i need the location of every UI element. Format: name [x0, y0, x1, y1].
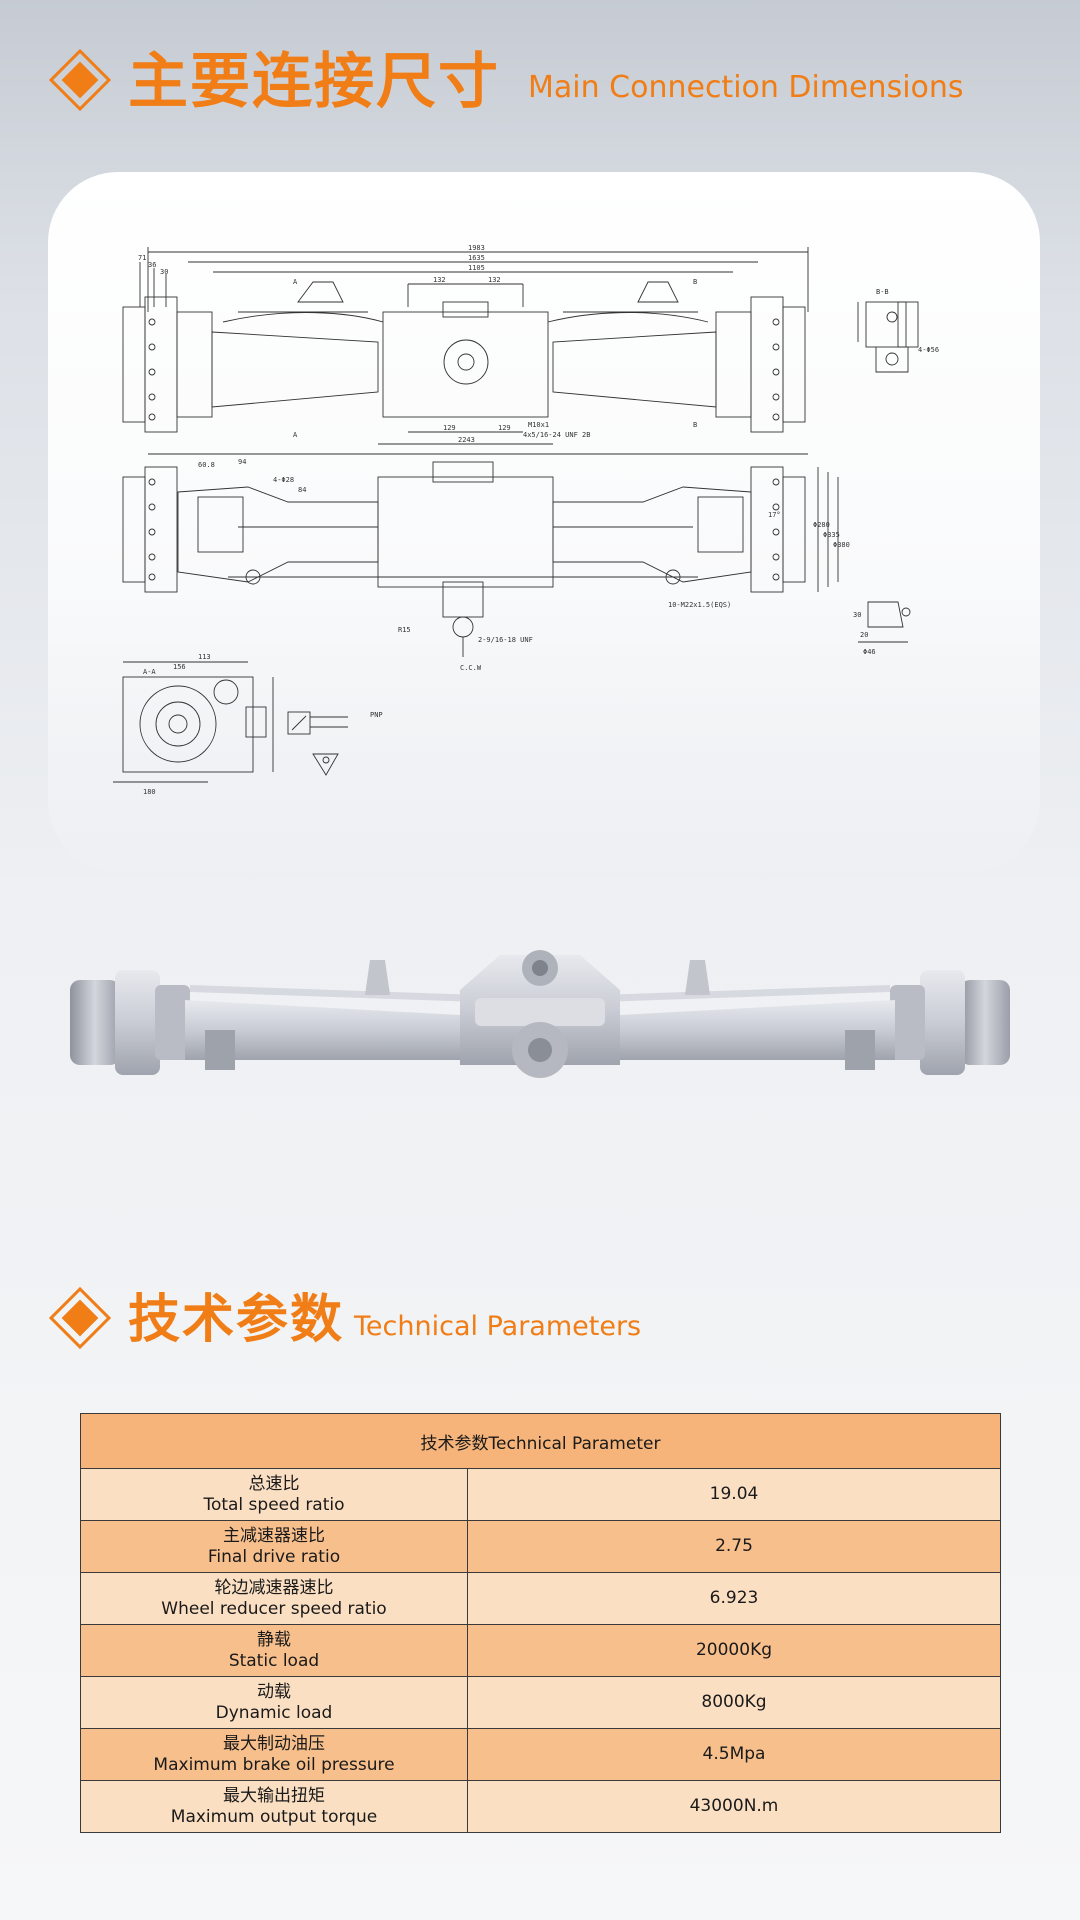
section-a-a-view: [113, 661, 348, 783]
svg-text:132: 132: [488, 276, 501, 284]
param-name: 最大制动油压 Maximum brake oil pressure: [80, 1728, 468, 1781]
svg-text:M10x1: M10x1: [528, 421, 549, 429]
param-value: 20000Kg: [467, 1624, 1001, 1677]
table-row: 静载 Static load 20000Kg: [80, 1624, 1001, 1677]
table-header: 技术参数Technical Parameter: [80, 1413, 1001, 1469]
svg-text:156: 156: [173, 663, 186, 671]
table-row: 最大输出扭矩 Maximum output torque 43000N.m: [80, 1780, 1001, 1833]
svg-text:Φ380: Φ380: [833, 541, 850, 549]
param-name: 静载 Static load: [80, 1624, 468, 1677]
svg-text:17°: 17°: [768, 511, 781, 519]
param-name-en: Total speed ratio: [203, 1494, 345, 1515]
svg-text:2-9/16-18 UNF: 2-9/16-18 UNF: [478, 636, 533, 644]
svg-text:30: 30: [853, 611, 861, 619]
param-name: 主减速器速比 Final drive ratio: [80, 1520, 468, 1573]
param-name: 轮边减速器速比 Wheel reducer speed ratio: [80, 1572, 468, 1625]
param-name-en: Maximum brake oil pressure: [153, 1754, 395, 1775]
svg-text:20: 20: [860, 631, 868, 639]
svg-text:C.C.W: C.C.W: [460, 664, 482, 672]
svg-text:B: B: [693, 421, 697, 429]
table-row: 轮边减速器速比 Wheel reducer speed ratio 6.923: [80, 1572, 1001, 1625]
section-title-cn: 主要连接尺寸: [128, 47, 500, 117]
param-value: 8000Kg: [467, 1676, 1001, 1729]
svg-text:132: 132: [433, 276, 446, 284]
svg-text:129: 129: [498, 424, 511, 432]
table-row: 动载 Dynamic load 8000Kg: [80, 1676, 1001, 1729]
svg-text:PNP: PNP: [370, 711, 383, 719]
svg-text:4-Φ56: 4-Φ56: [918, 346, 939, 354]
svg-text:94: 94: [238, 458, 246, 466]
param-value: 6.923: [467, 1572, 1001, 1625]
section-title-cn: 技术参数: [128, 1290, 345, 1350]
svg-text:1983: 1983: [468, 244, 485, 252]
svg-text:30: 30: [160, 268, 168, 276]
svg-text:2243: 2243: [458, 436, 475, 444]
param-name: 最大输出扭矩 Maximum output torque: [80, 1780, 468, 1833]
param-name-en: Final drive ratio: [207, 1546, 341, 1567]
svg-text:A: A: [293, 431, 298, 439]
svg-text:36: 36: [148, 261, 156, 269]
param-value: 43000N.m: [467, 1780, 1001, 1833]
svg-text:71: 71: [138, 254, 146, 262]
svg-text:Φ335: Φ335: [823, 531, 840, 539]
svg-text:1105: 1105: [468, 264, 485, 272]
parameters-table: 技术参数Technical Parameter 总速比 Total speed …: [80, 1413, 1001, 1833]
table-row: 主减速器速比 Final drive ratio 2.75: [80, 1520, 1001, 1573]
param-name-cn: 最大制动油压: [223, 1733, 325, 1754]
section-header-dimensions: 主要连接尺寸 Main Connection Dimensions: [48, 47, 964, 117]
svg-text:60.8: 60.8: [198, 461, 215, 469]
svg-text:129: 129: [443, 424, 456, 432]
svg-text:B-B: B-B: [876, 288, 889, 296]
table-row: 总速比 Total speed ratio 19.04: [80, 1468, 1001, 1521]
param-name: 动载 Dynamic load: [80, 1676, 468, 1729]
param-name-cn: 静载: [257, 1629, 291, 1650]
section-title-en: Main Connection Dimensions: [528, 70, 964, 105]
svg-text:10-M22x1.5(EQS): 10-M22x1.5(EQS): [668, 601, 731, 609]
table-header-row: 技术参数Technical Parameter: [80, 1413, 1001, 1469]
axle-front-view: [122, 461, 911, 657]
svg-text:180: 180: [143, 788, 156, 796]
svg-text:Φ280: Φ280: [813, 521, 830, 529]
table-row: 最大制动油压 Maximum brake oil pressure 4.5Mpa: [80, 1728, 1001, 1781]
diamond-icon: [48, 1286, 114, 1352]
svg-text:113: 113: [198, 653, 211, 661]
svg-text:4x5/16-24 UNF 2B: 4x5/16-24 UNF 2B: [523, 431, 590, 439]
svg-text:1635: 1635: [468, 254, 485, 262]
param-name-cn: 轮边减速器速比: [214, 1577, 334, 1598]
param-name-en: Maximum output torque: [170, 1806, 378, 1827]
svg-text:B: B: [693, 278, 697, 286]
param-name-cn: 最大输出扭矩: [223, 1785, 325, 1806]
axle-photo: [70, 950, 1010, 1078]
section-header-parameters: 技术参数 Technical Parameters: [48, 1286, 642, 1352]
param-name: 总速比 Total speed ratio: [80, 1468, 468, 1521]
axle-plan-view: [122, 247, 919, 455]
svg-text:4-Φ28: 4-Φ28: [273, 476, 294, 484]
param-name-en: Wheel reducer speed ratio: [161, 1598, 387, 1619]
svg-text:R15: R15: [398, 626, 411, 634]
param-name-en: Static load: [228, 1650, 320, 1671]
diamond-icon: [48, 48, 114, 114]
param-value: 19.04: [467, 1468, 1001, 1521]
svg-text:A-A: A-A: [143, 668, 156, 676]
svg-text:Φ46: Φ46: [863, 648, 876, 656]
section-title-en: Technical Parameters: [354, 1310, 642, 1342]
param-name-cn: 主减速器速比: [223, 1525, 325, 1546]
svg-text:A: A: [293, 278, 298, 286]
param-value: 2.75: [467, 1520, 1001, 1573]
param-name-en: Dynamic load: [215, 1702, 333, 1723]
param-name-cn: 总速比: [248, 1473, 300, 1494]
svg-text:84: 84: [298, 486, 306, 494]
param-name-cn: 动载: [257, 1681, 291, 1702]
param-value: 4.5Mpa: [467, 1728, 1001, 1781]
